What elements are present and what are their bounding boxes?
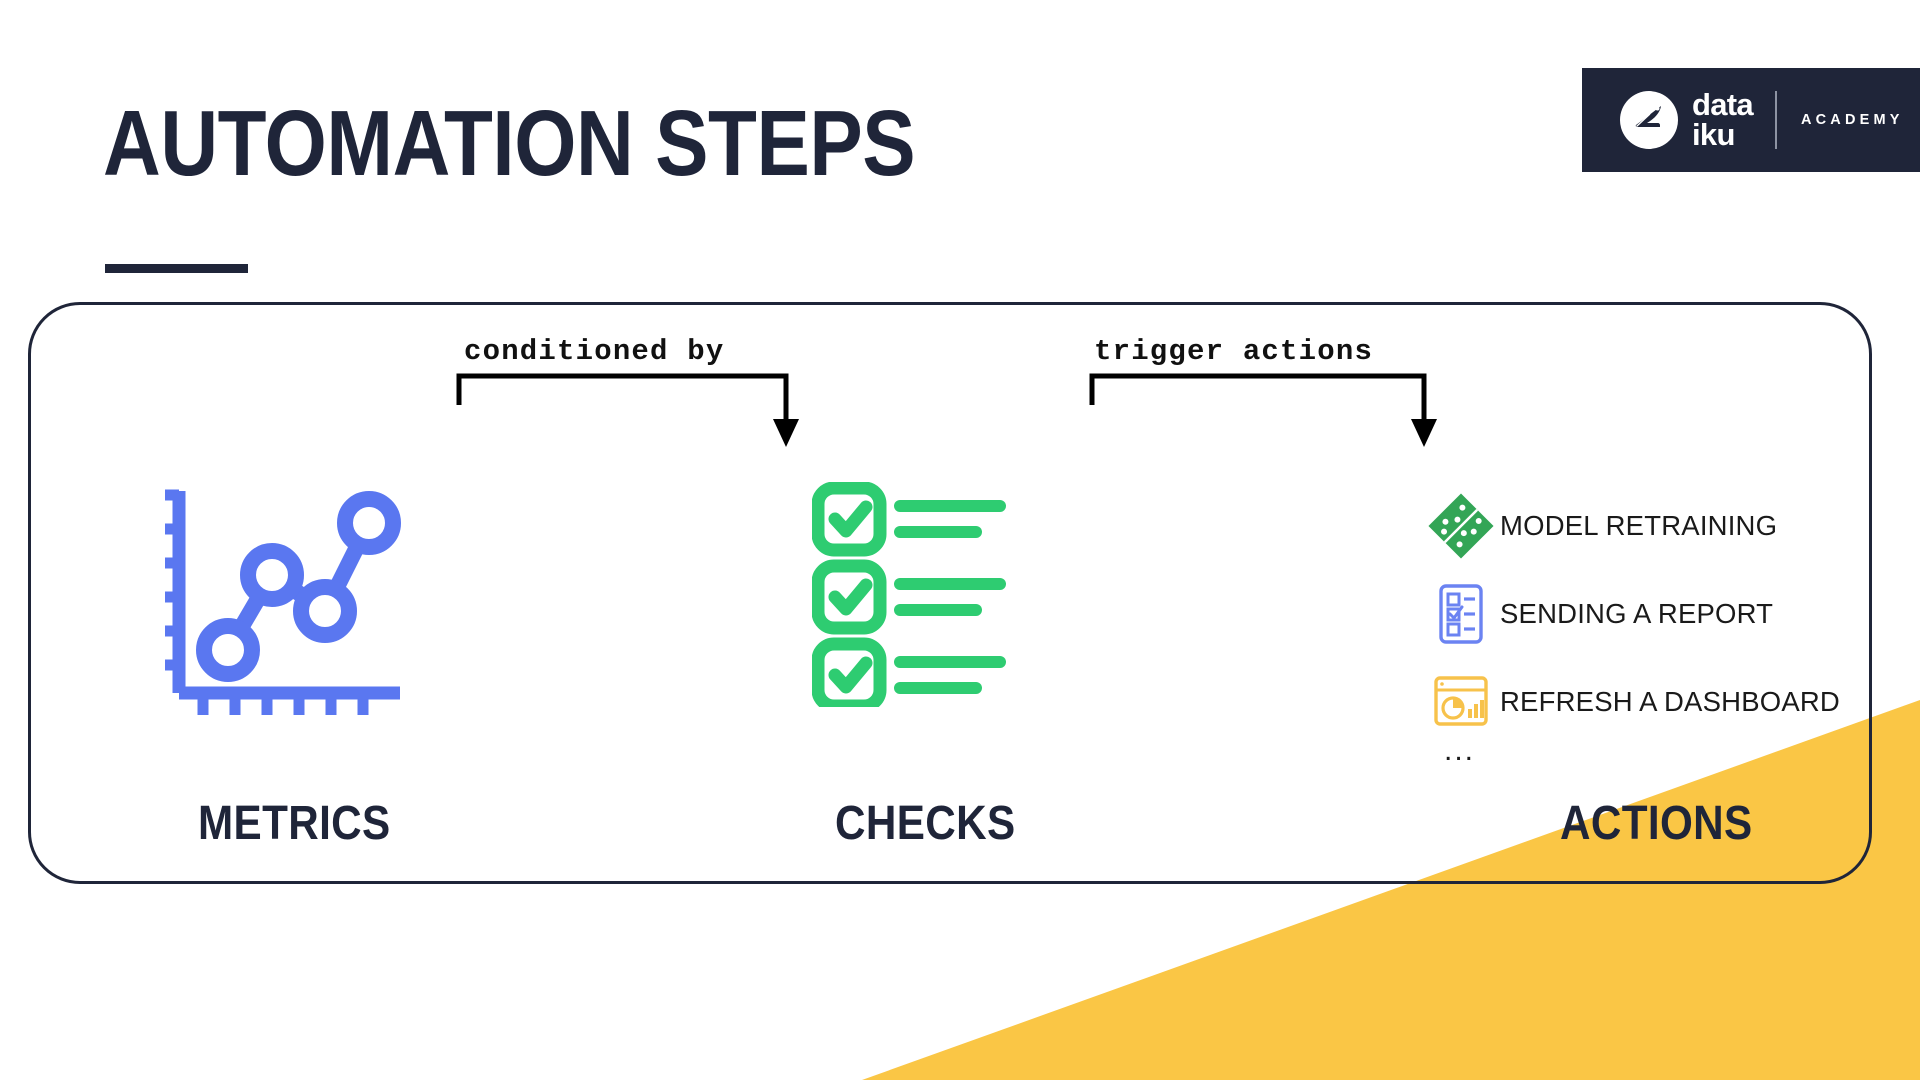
connector-arrow-icon — [456, 373, 799, 447]
connector-label: trigger actions — [1094, 335, 1374, 368]
line-chart-icon — [157, 485, 410, 725]
stage-label-actions: ACTIONS — [1560, 797, 1753, 850]
connector-trigger-actions: trigger actions — [1088, 335, 1438, 465]
stage-label-metrics: METRICS — [198, 797, 391, 850]
action-label: MODEL RETRAINING — [1500, 510, 1778, 541]
list-item[interactable]: SENDING A REPORT — [1422, 570, 1882, 658]
connector-label: conditioned by — [464, 335, 725, 368]
connector-conditioned-by: conditioned by — [455, 335, 805, 465]
dataiku-academy-logo: data iku ACADEMY — [1582, 68, 1920, 172]
actions-list: MODEL RETRAINING SENDING A REPORT — [1422, 482, 1882, 767]
logo-divider — [1774, 91, 1777, 149]
page-title: AUTOMATION STEPS — [103, 91, 916, 195]
checklist-icon — [811, 481, 1012, 713]
logo-word-line2: iku — [1692, 117, 1735, 152]
list-item[interactable]: MODEL RETRAINING — [1422, 482, 1882, 570]
logo-wordmark: data iku — [1692, 87, 1754, 152]
model-diamond-icon — [1422, 493, 1500, 559]
report-clipboard-icon — [1422, 581, 1500, 647]
dashboard-window-icon — [1422, 672, 1500, 732]
stage-label-checks: CHECKS — [835, 797, 1016, 850]
logo-academy-label: ACADEMY — [1800, 112, 1904, 128]
action-label: SENDING A REPORT — [1500, 598, 1774, 629]
logo-word-line1: data — [1692, 87, 1754, 122]
dataiku-bird-icon — [1620, 91, 1678, 149]
list-item[interactable]: REFRESH A DASHBOARD — [1422, 658, 1882, 746]
action-label: REFRESH A DASHBOARD — [1500, 686, 1840, 717]
actions-ellipsis: ... — [1444, 734, 1476, 767]
connector-arrow-icon — [1089, 373, 1437, 447]
title-underline-rule — [105, 264, 248, 273]
